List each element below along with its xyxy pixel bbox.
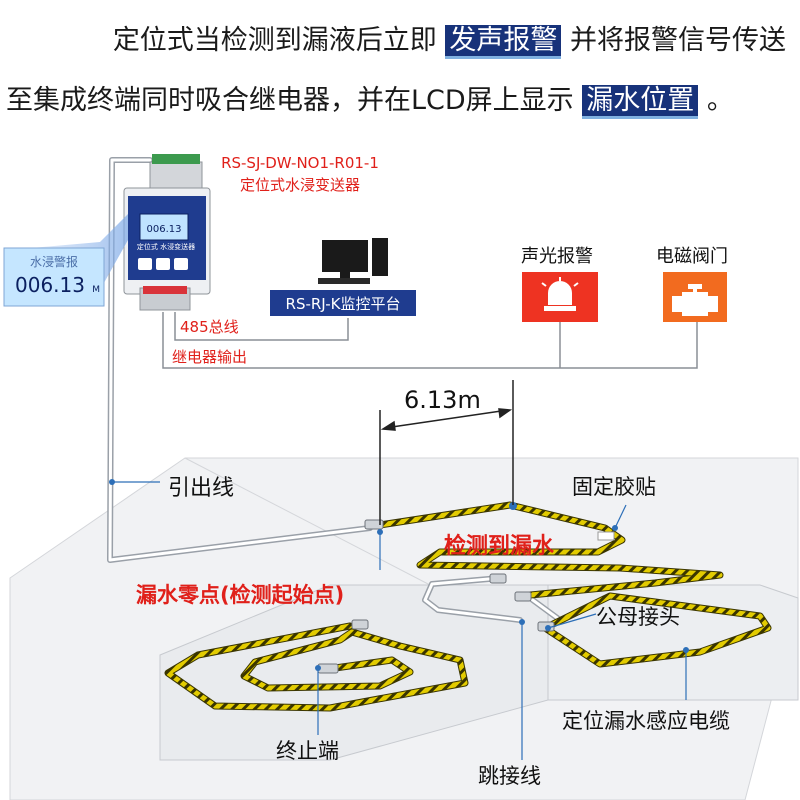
platform-label-box xyxy=(270,290,416,316)
callout-fixing-tape: 固定胶贴 xyxy=(572,475,656,499)
alarm-label: 声光报警 xyxy=(521,246,593,267)
connector-zero-point xyxy=(364,519,384,530)
device-model-label: RS-SJ-DW-NO1-R01-1 xyxy=(221,154,379,172)
terminal-block-top xyxy=(152,154,200,164)
connector-jumper-b xyxy=(514,591,532,602)
solenoid-valve[interactable]: 电磁阀门 xyxy=(656,246,728,322)
headline-text: 。 xyxy=(706,85,734,116)
headline-highlight-alarm: 发声报警 xyxy=(445,25,562,59)
lcd-zoom-value: 006.13 xyxy=(15,273,85,297)
alarm-siren-icon xyxy=(548,281,572,305)
floor-planes xyxy=(9,457,799,800)
valve-body-icon xyxy=(672,292,718,316)
valve-handle-icon xyxy=(688,284,702,289)
computer-monitor xyxy=(322,240,368,272)
cable-connectors xyxy=(317,519,615,674)
callout-lead-wire: 引出线 xyxy=(168,476,234,501)
signal-wires xyxy=(162,312,698,369)
callout-connector: 公母接头 xyxy=(596,605,680,629)
distance-label: 6.13m xyxy=(404,386,481,414)
platform-label: RS-RJ-K监控平台 xyxy=(286,295,401,313)
connector-jumper-a xyxy=(489,573,507,584)
device-button-left xyxy=(138,258,152,270)
lead-wire xyxy=(107,157,373,563)
device-lcd-value: 006.13 xyxy=(147,224,182,235)
sound-light-alarm[interactable]: 声光报警 xyxy=(521,246,598,322)
headline-highlight-position: 漏水位置 xyxy=(582,85,699,119)
callout-cable: 定位漏水感应电缆 xyxy=(562,709,730,733)
device-button-right xyxy=(174,258,188,270)
device-button-mid xyxy=(156,258,170,270)
headline-text: 并将报警信号传送 xyxy=(570,25,786,56)
terminator-end xyxy=(317,663,339,674)
headline-text: 定位式当检测到漏液后立即 xyxy=(112,25,437,56)
terminal-block-bottom xyxy=(143,286,187,294)
callout-dots xyxy=(109,479,689,671)
leak-point-marker xyxy=(509,502,517,510)
bus485-label: 485总线 xyxy=(180,318,239,336)
lcd-zoom-unit: M xyxy=(92,285,100,295)
callout-terminator: 终止端 xyxy=(276,739,339,763)
computer-tower xyxy=(372,238,388,276)
device-lcd xyxy=(139,213,189,241)
headline-line-1: 定位式当检测到漏液后立即 发声报警 并将报警信号传送 xyxy=(0,18,800,64)
monitoring-computer[interactable]: RS-RJ-K监控平台 xyxy=(270,238,416,316)
connector-spiral xyxy=(351,619,369,630)
computer-keyboard xyxy=(318,278,370,284)
callout-zero-point: 漏水零点(检测起始点) xyxy=(136,583,344,607)
device-panel-label: 定位式 水浸变送器 xyxy=(137,242,195,251)
callout-leaders xyxy=(112,481,687,760)
callout-detect-leak: 检测到漏水 xyxy=(444,533,555,559)
headline-line-2: 至集成终端同时吸合继电器，并在LCD屏上显示 漏水位置 。 xyxy=(0,78,800,124)
jumper-wire xyxy=(422,575,563,623)
transmitter-device[interactable]: 006.13 定位式 水浸变送器 xyxy=(123,154,211,311)
relay-output-label: 继电器输出 xyxy=(172,348,247,366)
distance-measure xyxy=(379,380,514,525)
valve-label: 电磁阀门 xyxy=(656,246,728,267)
lcd-zoom-title: 水浸警报 xyxy=(30,254,78,269)
lcd-zoom-display: 水浸警报 006.13 M xyxy=(3,247,105,307)
sensing-cable xyxy=(164,501,772,712)
headline-text: 至集成终端同时吸合继电器，并在LCD屏上显示 xyxy=(6,85,574,116)
callout-jumper: 跳接线 xyxy=(478,764,541,788)
device-name-label: 定位式水浸变送器 xyxy=(240,176,360,194)
fixing-tape-patch xyxy=(597,531,615,541)
